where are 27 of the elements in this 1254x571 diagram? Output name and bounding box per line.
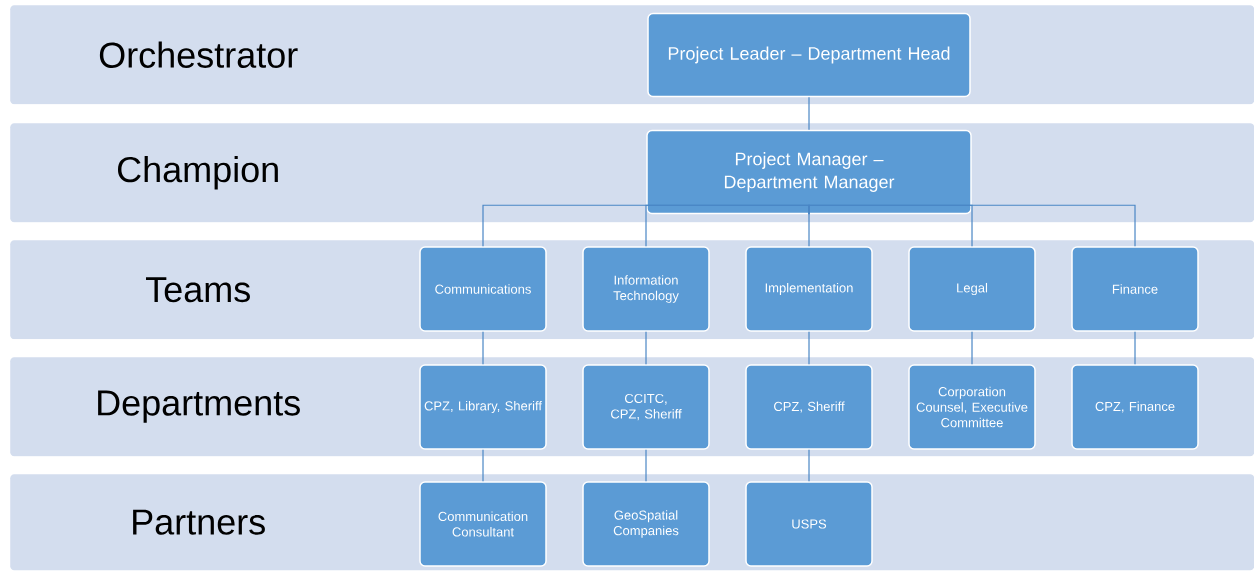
org-box: Legal — [908, 246, 1036, 332]
connector-line — [808, 96, 810, 131]
connector-line — [808, 449, 810, 482]
org-box: CCITC, CPZ, Sheriff — [582, 364, 710, 450]
org-box: Project Manager – Department Manager — [646, 129, 972, 215]
connector-line — [645, 449, 647, 482]
connector-line — [808, 331, 810, 365]
connector-line — [971, 331, 973, 365]
connector-line — [1134, 331, 1136, 365]
org-box: Corporation Counsel, Executive Committee — [908, 364, 1036, 450]
connector-line — [808, 213, 810, 247]
org-box: Project Leader – Department Head — [647, 12, 971, 98]
org-box: Implementation — [745, 246, 873, 332]
org-box: CPZ, Sheriff — [745, 364, 873, 450]
org-box: GeoSpatial Companies — [582, 481, 710, 567]
connector-line — [482, 449, 484, 482]
org-box: CPZ, Library, Sheriff — [419, 364, 547, 450]
org-box: Information Technology — [582, 246, 710, 332]
org-box: USPS — [745, 481, 873, 567]
connector-line — [645, 204, 810, 247]
org-box: Communication Consultant — [419, 481, 547, 567]
org-box: Finance — [1071, 246, 1199, 332]
connector-line — [645, 331, 647, 365]
connector-line — [482, 331, 484, 365]
org-box: CPZ, Finance — [1071, 364, 1199, 450]
org-box: Communications — [419, 246, 547, 332]
connector-line — [808, 204, 1136, 247]
